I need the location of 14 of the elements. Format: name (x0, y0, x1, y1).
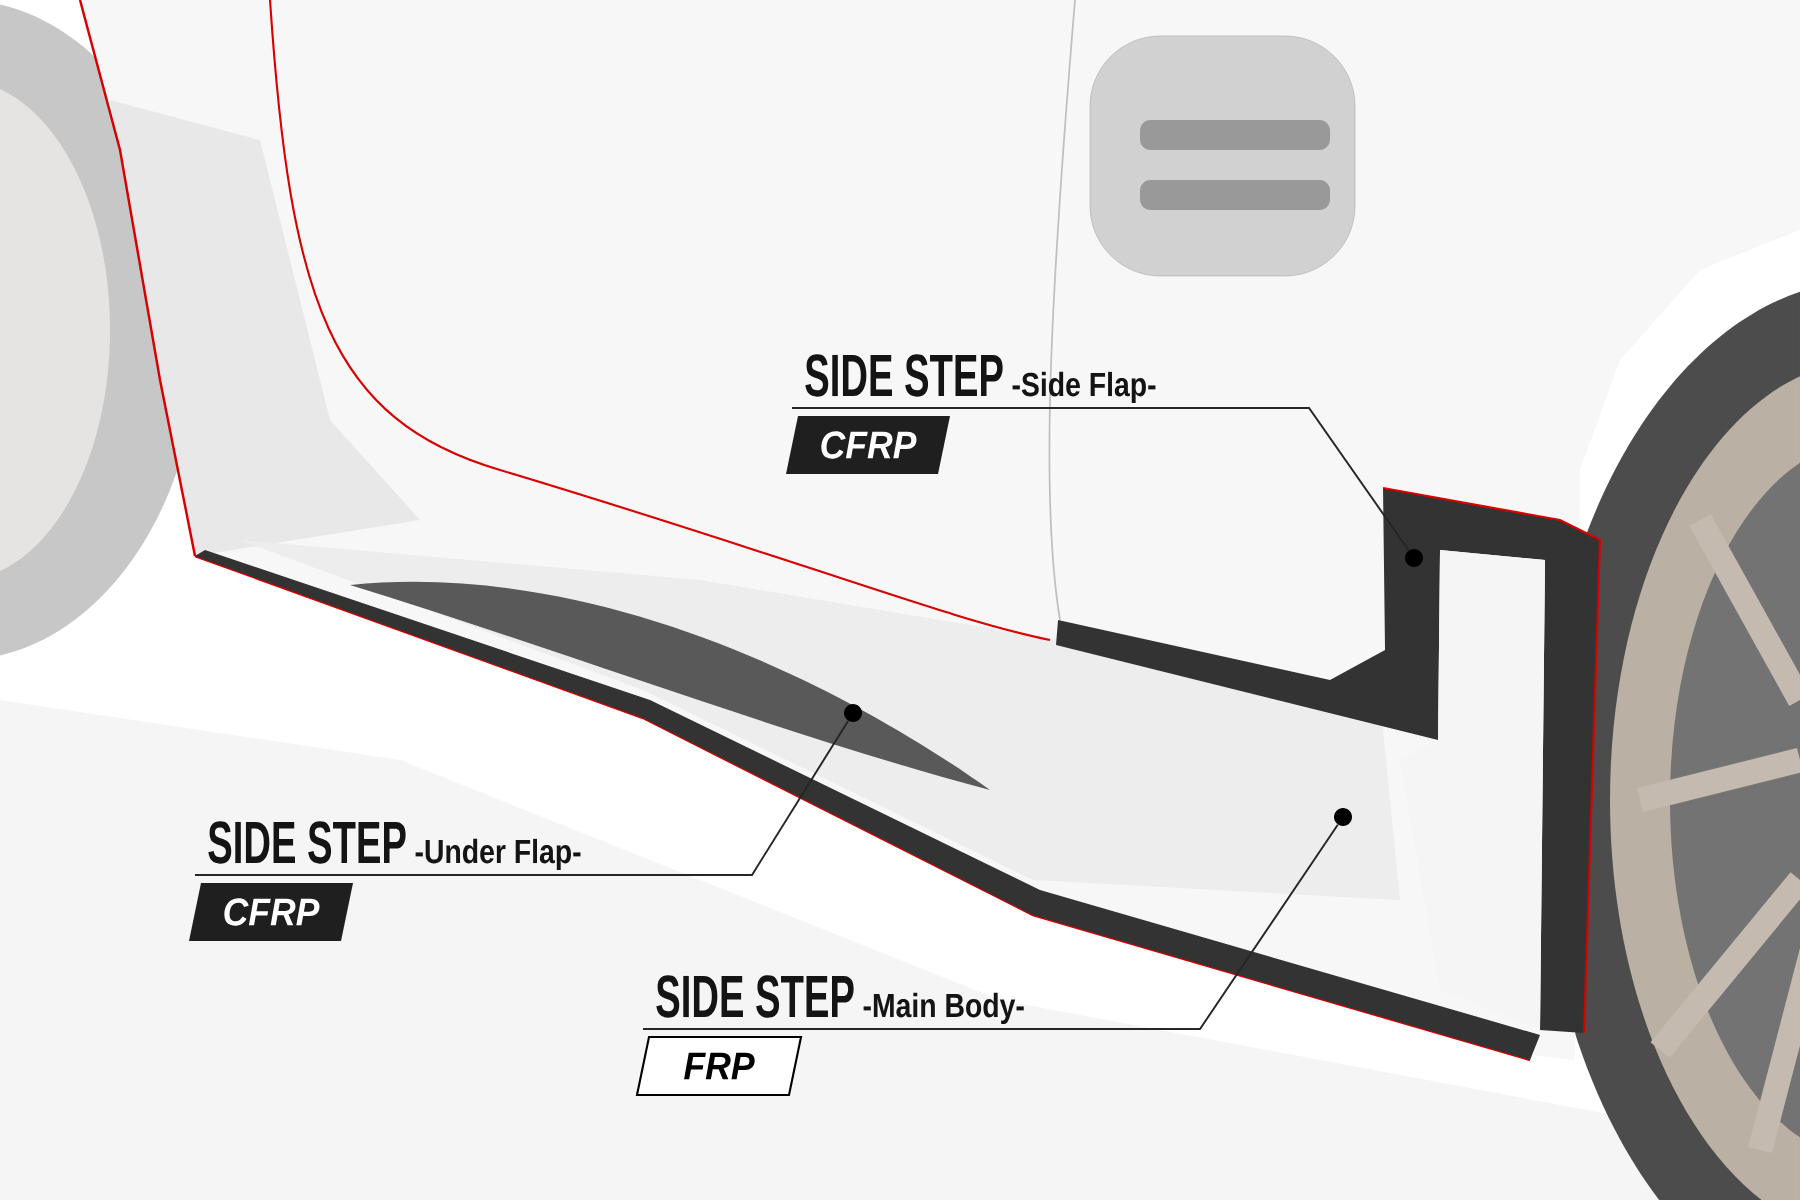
callout-heading: SIDE STEP (805, 354, 1003, 397)
marker-dot (1405, 549, 1423, 567)
leader-line (642, 823, 1339, 1030)
marker-dot (844, 704, 862, 722)
callout-subtitle: -Main Body- (863, 992, 1024, 1024)
material-badge: CFRP (189, 883, 353, 941)
leader-line (791, 407, 1410, 552)
callout-heading: SIDE STEP (208, 821, 406, 864)
callout-subtitle: -Under Flap- (415, 838, 581, 870)
leader-line (194, 719, 850, 876)
callout-subtitle: -Side Flap- (1012, 371, 1156, 403)
material-badge: FRP (635, 1035, 803, 1097)
marker-dot (1334, 808, 1352, 826)
callout-heading: SIDE STEP (656, 975, 854, 1018)
